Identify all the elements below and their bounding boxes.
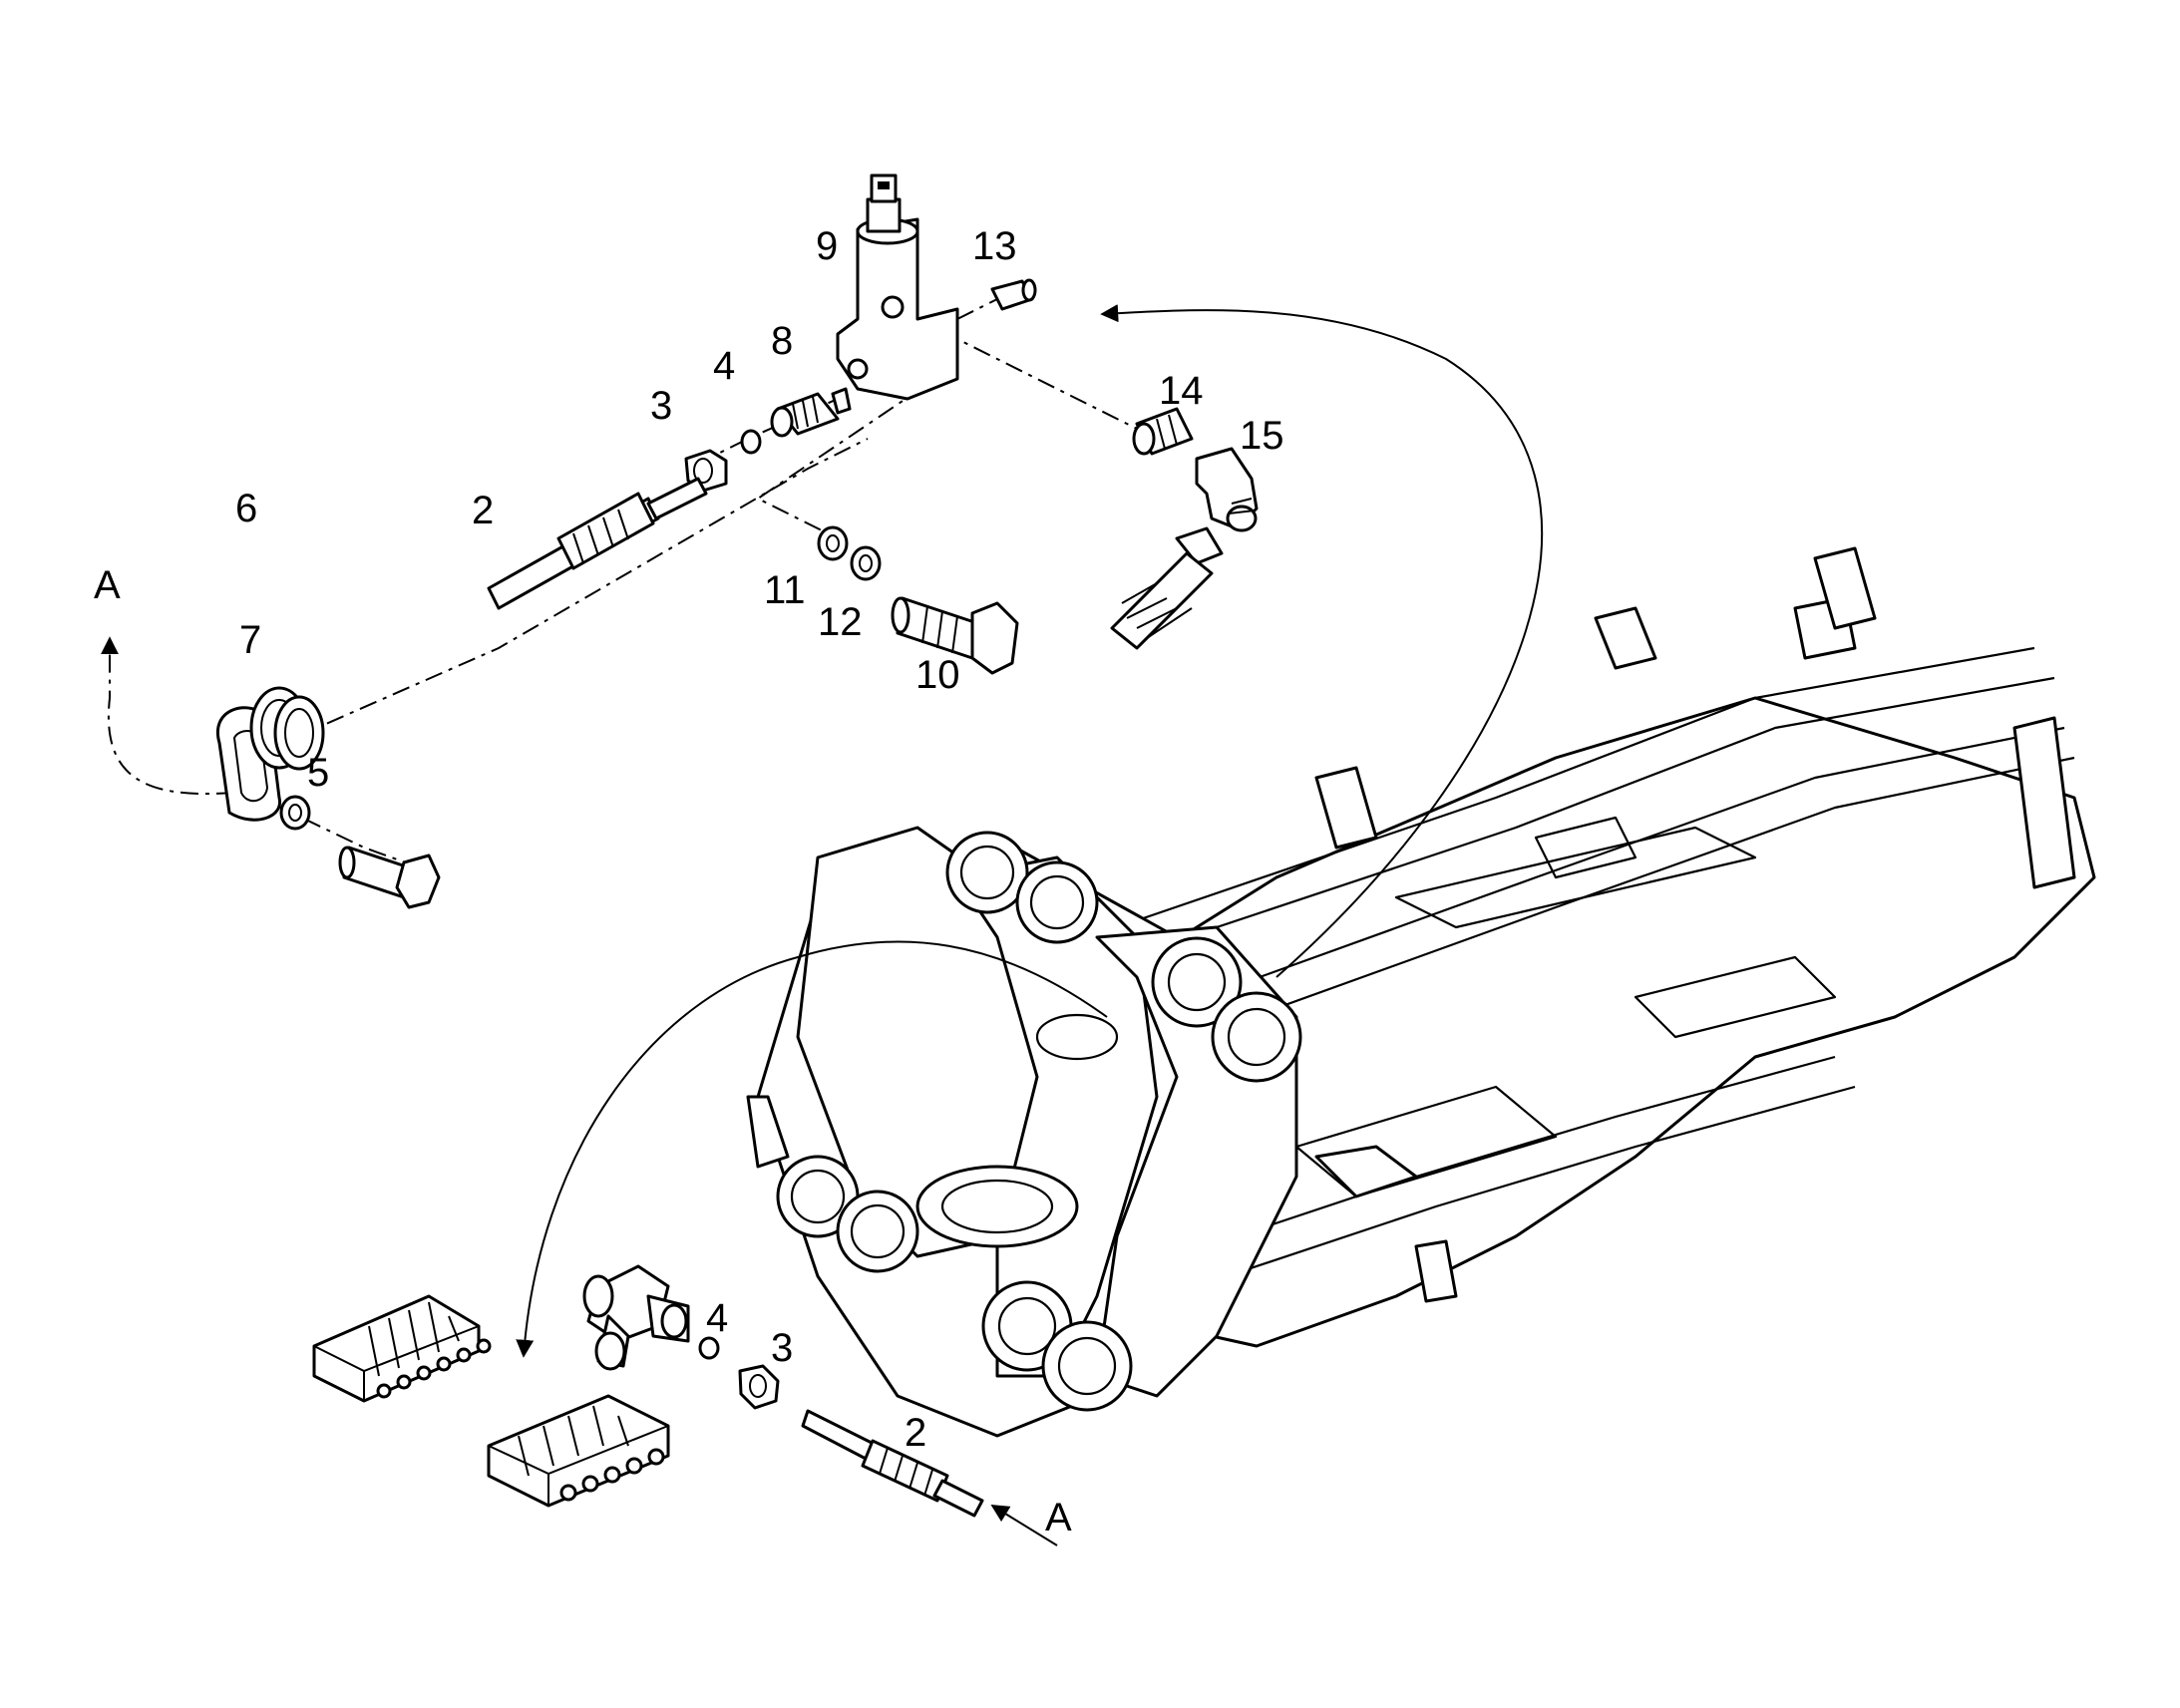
- part-15-elbow: [1110, 447, 1259, 650]
- part-6-bolt: [338, 846, 441, 909]
- part-4-oring-bottom: [698, 1336, 720, 1360]
- callout-8: 8: [771, 319, 793, 363]
- callout-A-left: A: [94, 563, 121, 607]
- part-5-washer: [279, 795, 311, 831]
- callout-15: 15: [1240, 414, 1284, 458]
- callout-5: 5: [307, 751, 329, 795]
- part-8-fitting: [770, 387, 852, 438]
- tee-fitting: [582, 1264, 690, 1371]
- machine-frame: [746, 546, 2096, 1438]
- callout-2-bottom: 2: [905, 1411, 926, 1455]
- lube-divider-block-2: [487, 1394, 670, 1508]
- part-7-bracket: [215, 686, 325, 822]
- part-14-connector: [1132, 407, 1194, 456]
- part-2-hose-bottom: [801, 1409, 984, 1518]
- routing-arcs: [516, 304, 1543, 1546]
- part-11-washer: [817, 525, 849, 561]
- callout-10: 10: [915, 653, 960, 697]
- callout-6: 6: [235, 487, 257, 530]
- part-12-lock-washer: [850, 545, 882, 581]
- callout-7: 7: [239, 618, 261, 662]
- callout-14: 14: [1159, 369, 1204, 413]
- callout-13: 13: [972, 224, 1017, 268]
- part-3-nut-bottom: [738, 1364, 780, 1410]
- part-13-plug: [990, 278, 1037, 311]
- callout-9: 9: [816, 224, 838, 268]
- callout-2-top: 2: [472, 489, 494, 532]
- callout-4-top: 4: [713, 344, 735, 388]
- callout-4-bottom: 4: [706, 1296, 728, 1340]
- callout-3-bottom: 3: [771, 1326, 793, 1370]
- callout-11: 11: [764, 568, 806, 612]
- callout-3-top: 3: [650, 384, 672, 428]
- callout-A-bottom: A: [1045, 1496, 1072, 1539]
- part-10-bolt: [891, 596, 1019, 675]
- callout-12: 12: [818, 600, 863, 644]
- lube-divider-block-1: [312, 1294, 492, 1403]
- part-2-hose-top: [487, 477, 708, 610]
- part-9-lube-valve: [836, 173, 959, 401]
- part-4-oring-top: [740, 429, 762, 455]
- callout-labels: 9 13 8 4 3 14 15 6 2 A 11 12 10 7 5 4 3 …: [94, 224, 1284, 1539]
